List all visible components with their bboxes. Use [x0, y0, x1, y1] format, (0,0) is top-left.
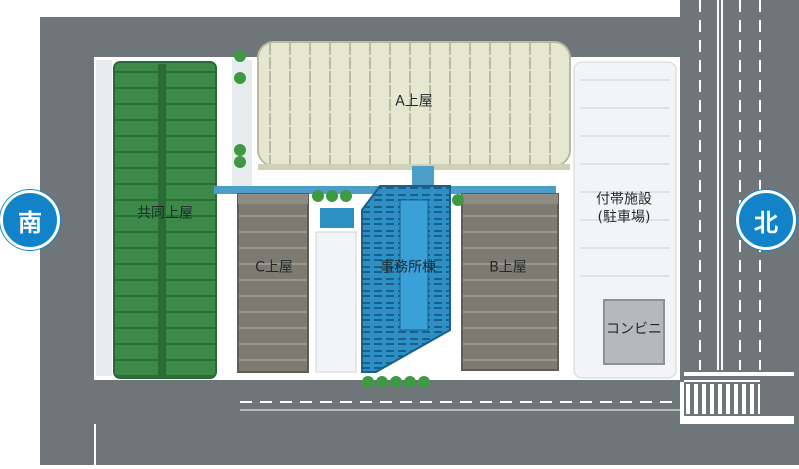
crosswalk	[680, 372, 794, 424]
north-label: 北	[754, 208, 778, 237]
joint-shed-label: 共同上屋	[137, 205, 193, 222]
office-building	[361, 185, 451, 373]
office-label: 事務所棟	[380, 259, 436, 276]
middle-parking	[315, 208, 357, 373]
convenience-store-building	[603, 299, 665, 365]
tree-icon	[326, 190, 338, 202]
trees	[234, 50, 464, 388]
facility-label-line2: (駐車場)	[597, 209, 651, 226]
tree-icon	[312, 190, 324, 202]
tree-icon	[404, 376, 416, 388]
joint-shed-building	[113, 61, 217, 379]
c-shed-building	[237, 193, 309, 373]
north-compass-marker: 北	[736, 190, 796, 250]
a-shed-label: A上屋	[395, 93, 433, 110]
tree-icon	[418, 376, 430, 388]
bottom-road	[40, 380, 799, 424]
tree-icon	[234, 144, 246, 156]
tree-icon	[234, 156, 246, 168]
tree-icon	[234, 72, 246, 84]
tree-icon	[362, 376, 374, 388]
b-shed-label: B上屋	[489, 259, 527, 276]
b-shed-building	[461, 193, 559, 371]
tree-icon	[390, 376, 402, 388]
south-compass-marker: 南	[0, 190, 60, 250]
road-network	[40, 0, 799, 465]
tree-icon	[452, 194, 464, 206]
convenience-store-label: コンビニ	[606, 321, 662, 338]
facility-label-line1: 付帯施設	[596, 191, 652, 208]
south-label: 南	[18, 208, 42, 237]
lower-road	[96, 424, 760, 465]
c-shed-label: C上屋	[255, 259, 293, 276]
tree-icon	[340, 190, 352, 202]
tree-icon	[234, 50, 246, 62]
tree-icon	[376, 376, 388, 388]
